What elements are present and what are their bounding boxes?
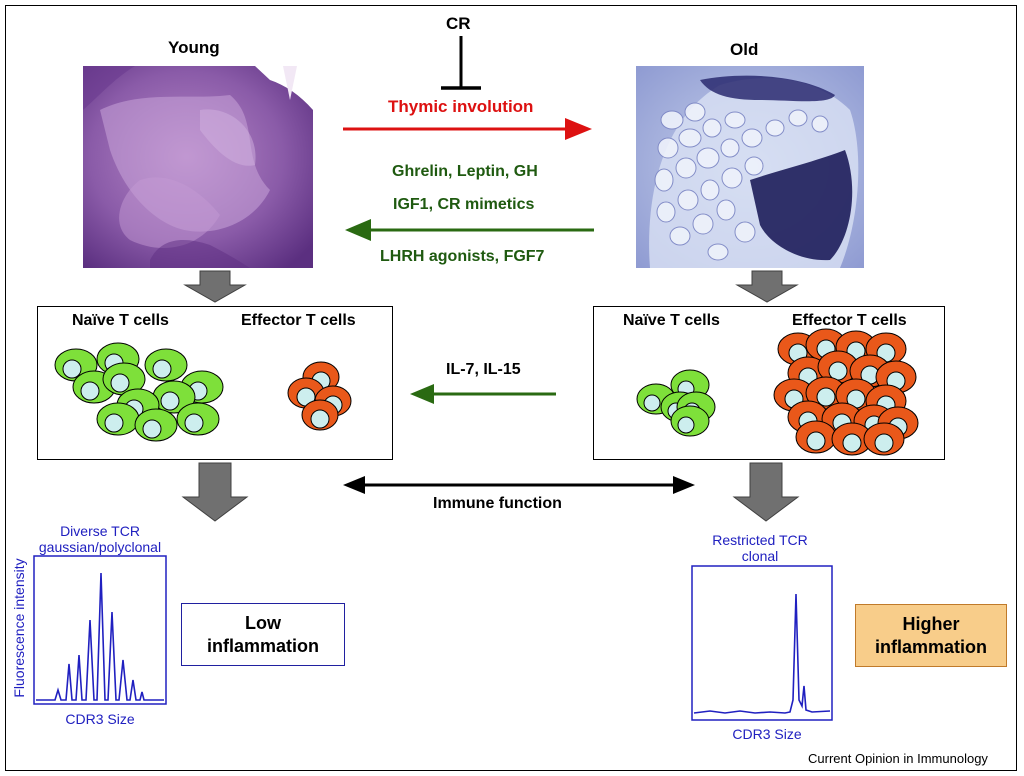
old-cells-box: Naïve T cells Effector T cells [593,306,945,460]
right-tcr-xlabel: CDR3 Size [732,726,802,742]
factors-line-2: IGF1, CR mimetics [393,196,535,213]
old-effector-cells [773,328,919,456]
old-thymus-image [636,66,864,268]
young-label: Young [168,38,220,57]
left-tcr-title-line1: Diverse TCR [60,523,140,539]
figure-border [5,5,1017,771]
right-tcr-clonal-plot [691,565,833,721]
low-inflammation-line2: inflammation [206,635,319,656]
old-down-arrow [735,270,799,303]
old-naive-cells [636,369,716,437]
cytokine-arrowhead [410,384,434,404]
left-tcr-xlabel: CDR3 Size [65,711,135,727]
low-inflammation-line1: Low [244,612,281,633]
right-tcr-title-line1: Restricted TCR [712,532,808,548]
cr-label: CR [446,14,471,33]
left-tcr-spectratype-plot [33,555,167,705]
left-tcr-title-line2: gaussian/polyclonal [38,539,162,555]
old-label: Old [730,40,759,59]
young-effector-cells [287,361,352,431]
young-cells-box: Naïve T cells Effector T cells [37,306,393,460]
higher-inflammation-box: Higher inflammation [855,604,1007,667]
left-tcr-title: Diverse TCR gaussian/polyclonal [20,523,180,555]
young-naive-label: Naïve T cells [72,312,169,329]
immune-function-label: Immune function [433,495,562,512]
left-tcr-ylabel: Fluorescence intensity [11,558,27,698]
low-inflammation-box: Low inflammation [181,603,345,666]
right-tcr-title: Restricted TCR clonal [690,532,830,564]
cr-inhibition-symbol [441,36,481,90]
thymic-involution-arrowhead [565,118,592,140]
young-thymus-image [83,66,313,268]
young-naive-cells [54,342,224,442]
rejuvenation-arrowhead [345,219,371,241]
left-tcr-trace [36,572,164,701]
higher-inflammation-line2: inflammation [874,636,987,657]
left-large-down-arrow [181,462,249,522]
higher-inflammation-line1: Higher [902,613,960,634]
immune-function-double-arrow [343,476,695,494]
old-naive-label: Naïve T cells [623,312,720,329]
old-cells-graphic [636,328,919,456]
young-effector-label: Effector T cells [241,312,356,329]
thymic-involution-label: Thymic involution [388,97,534,116]
cytokines-label: IL-7, IL-15 [446,361,521,378]
factors-line-1: Ghrelin, Leptin, GH [392,163,538,180]
right-tcr-trace [693,593,831,714]
right-tcr-title-line2: clonal [741,548,779,564]
footer-credit: Current Opinion in Immunology [808,751,988,766]
young-down-arrow [183,270,247,303]
right-large-down-arrow [732,462,800,522]
old-effector-label: Effector T cells [792,312,907,329]
young-cells-graphic [54,342,352,442]
factors-line-3: LHRH agonists, FGF7 [380,248,545,265]
